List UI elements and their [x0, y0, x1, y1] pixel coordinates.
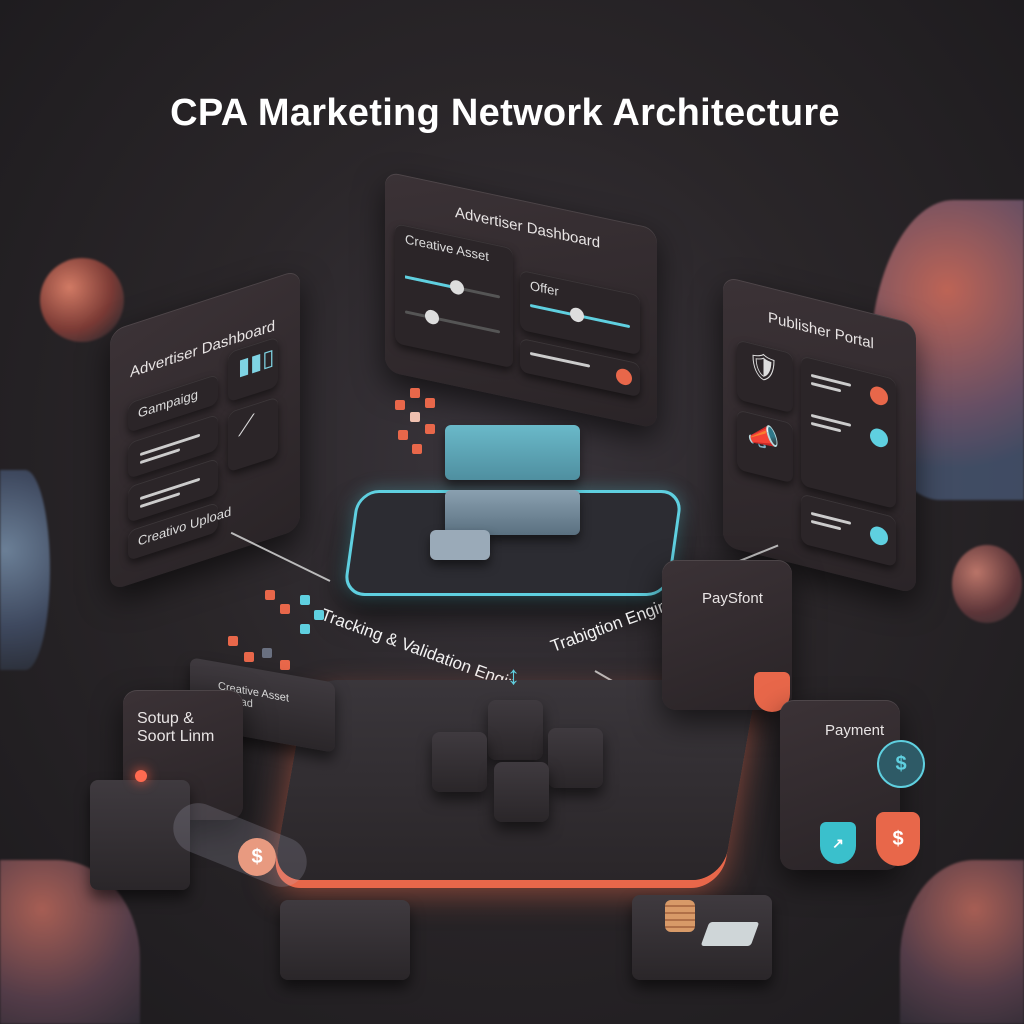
glass-shape-left	[0, 470, 50, 670]
panel-title: Publisher Portal	[768, 309, 874, 353]
bubble-right	[952, 545, 1022, 623]
offer-label: Offer	[530, 277, 559, 300]
megaphone-icon[interactable]: 📣	[737, 409, 793, 484]
asset-slider[interactable]	[405, 275, 500, 299]
arrow-to-left-panel	[230, 531, 331, 582]
shield-icon[interactable]: 🛡	[737, 339, 793, 414]
page-title: CPA Marketing Network Architecture	[170, 92, 840, 134]
engine-label: Trabigtion Engine	[548, 592, 680, 656]
bubble-top-left	[40, 258, 124, 342]
setup-label: Sotup & Soort Linm	[137, 710, 215, 745]
asset-slider-2[interactable]	[405, 308, 500, 334]
coin-stack-icon	[665, 900, 695, 932]
status-dot	[616, 367, 632, 387]
publisher-portal-panel: Publisher Portal 🛡 📣	[723, 275, 916, 595]
creative-asset-card[interactable]: Creative Asset	[395, 223, 513, 369]
payment-front-label: PaySfont	[702, 590, 763, 607]
bottom-block	[280, 900, 410, 980]
line-chart-icon[interactable]: ⟋	[228, 396, 278, 473]
payment-front-panel: PaySfont	[662, 560, 792, 712]
shield-icon: ↗	[820, 822, 856, 864]
glass-shape-bottom-right	[900, 860, 1024, 1024]
center-advertiser-dashboard-panel: Advertiser Dashboard Creative Asset Offe…	[385, 171, 657, 429]
server-icon	[430, 530, 490, 560]
server-node	[488, 700, 543, 760]
server-node	[432, 732, 487, 792]
bidirectional-arrow-icon: ↕	[507, 660, 520, 690]
offer-slider[interactable]	[530, 303, 630, 329]
server-icon	[445, 490, 580, 535]
dollar-coin-icon: $	[238, 838, 276, 876]
payment-label: Payment	[825, 722, 885, 739]
creative-asset-label: Creative Asset	[405, 231, 489, 265]
publisher-list-card[interactable]	[801, 355, 896, 510]
setup-block	[90, 780, 190, 890]
dollar-coin-icon: $	[877, 740, 925, 788]
left-advertiser-dashboard-panel: Advertiser Dashboard Gampaigg Creativo U…	[110, 269, 300, 591]
server-node	[494, 762, 549, 822]
server-icon	[445, 425, 580, 480]
dollar-shield-icon: $	[876, 812, 920, 866]
server-node	[548, 728, 603, 788]
banknote-icon	[700, 922, 760, 946]
status-led	[135, 770, 147, 782]
